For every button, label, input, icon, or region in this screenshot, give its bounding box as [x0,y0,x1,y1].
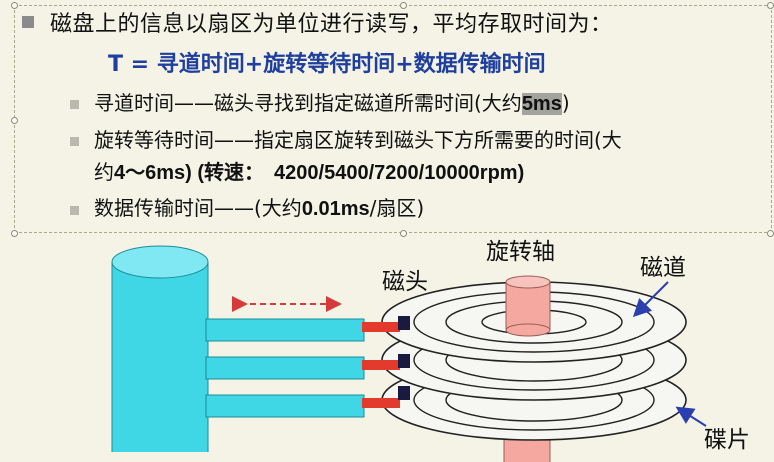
resize-handle-bottom-left[interactable] [11,230,18,237]
rotation-approx: 约 [94,160,114,184]
platter-label: 碟片 [704,427,750,453]
head-arm-1 [205,316,410,342]
resize-handle-top-mid[interactable] [400,2,407,9]
transfer-time-unit: /扇区) [369,196,425,220]
resize-handle-top-left[interactable] [11,2,18,9]
spindle-label: 旋转轴 [486,239,555,265]
transfer-time-line: 数据传输时间——(大约0.01ms/扇区) [94,193,424,224]
head-arm-2 [205,354,410,380]
rotation-time-value: 4～6ms [114,162,186,184]
seek-time-close: ) [561,91,570,115]
spindle [505,275,551,337]
rotation-time-line2: 约4～6ms) (转速： 4200/5400/7200/10000rpm) [94,157,524,188]
main-bullet [22,16,34,28]
rotation-speed-label: ) (转速： [185,162,265,184]
main-heading: 磁盘上的信息以扇区为单位进行读写，平均存取时间为： [50,12,613,37]
platter-pointer-arrow [675,406,707,427]
rotation-close: ) [517,162,525,184]
sub-bullet-transfer [70,206,79,215]
access-time-formula: T = 寻道时间+旋转等待时间+数据传输时间 [108,52,546,77]
head-arm-3 [205,386,410,418]
transfer-time-value: 0.01ms [301,198,370,220]
resize-handle-mid-left[interactable] [11,117,18,124]
actuator-cylinder [111,245,209,452]
seek-time-value: 5ms [521,93,562,115]
sub-bullet-seek [70,100,79,109]
track-pointer-arrow [632,281,669,318]
head-label: 磁头 [382,269,428,295]
sub-bullet-rotation [70,137,79,146]
rotation-time-line1: 旋转等待时间——指定扇区旋转到磁头下方所需要的时间(大 [94,128,622,152]
transfer-time-text: 数据传输时间——(大约 [94,196,302,220]
resize-handle-bottom-mid[interactable] [400,230,407,237]
track-label: 磁道 [640,255,686,281]
seek-time-text: 寻道时间——磁头寻找到指定磁道所需时间(大约 [94,91,522,115]
rotation-speed-values: 4200/5400/7200/10000rpm [274,162,518,184]
seek-time-line: 寻道时间——磁头寻找到指定磁道所需时间(大约5ms) [94,88,570,119]
